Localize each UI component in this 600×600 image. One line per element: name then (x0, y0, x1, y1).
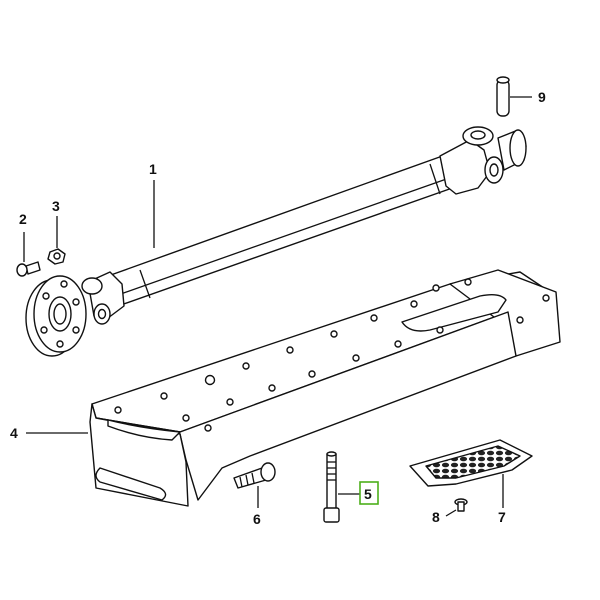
bolt-part-6 (233, 462, 276, 489)
callout-5-highlight (359, 481, 379, 505)
callout-5: 5 (364, 486, 372, 502)
callout-3: 3 (52, 198, 60, 214)
pin-part-9 (496, 76, 510, 117)
callout-7: 7 (498, 509, 506, 525)
bolt-part-5 (323, 451, 340, 523)
screw-part-8 (454, 498, 468, 512)
mesh-plate-part-7 (409, 439, 533, 487)
leader-lines (23, 96, 532, 517)
callout-4: 4 (10, 425, 18, 441)
callout-6: 6 (253, 511, 261, 527)
callout-9: 9 (538, 89, 546, 105)
drive-shaft (25, 126, 527, 357)
callout-8: 8 (432, 509, 440, 525)
nut-part-3 (47, 248, 66, 265)
callouts: 1 2 3 4 5 6 7 8 9 (10, 89, 546, 527)
callout-2: 2 (19, 211, 27, 227)
frame-member (89, 269, 561, 507)
bolt-part-2 (16, 261, 41, 277)
callout-1: 1 (149, 161, 157, 177)
